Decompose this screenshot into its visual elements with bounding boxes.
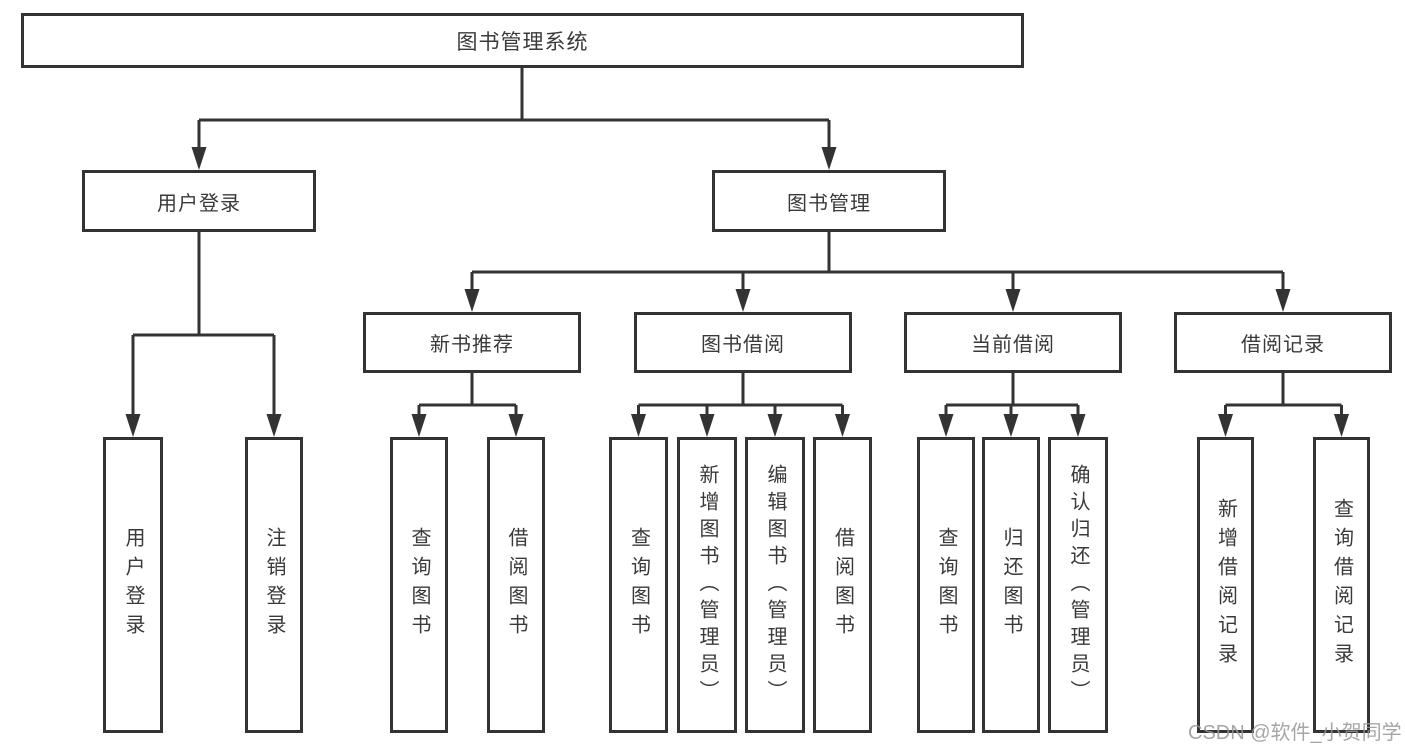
node-label: 图书借阅 <box>701 334 785 356</box>
node-label: 图书管理 <box>787 192 871 215</box>
node-label: 当前借阅 <box>971 334 1055 356</box>
node-book-management: 图书管理 <box>712 170 946 232</box>
node-label: 确认归还（管理员） <box>1067 463 1089 707</box>
node-book-borrowing: 图书借阅 <box>634 312 852 373</box>
node-label: 归还图书 <box>1000 527 1022 643</box>
node-label: 借阅记录 <box>1241 334 1325 356</box>
node-label: 用户登录 <box>122 527 144 643</box>
leaf-query-books-recommendation: 查询图书 <box>390 437 448 733</box>
node-user-login: 用户登录 <box>82 170 316 232</box>
leaf-query-borrowing-record: 查询借阅记录 <box>1313 437 1370 733</box>
leaf-edit-books-admin: 编辑图书（管理员） <box>745 437 805 733</box>
leaf-add-books-admin: 新增图书（管理员） <box>677 437 737 733</box>
node-label: 注销登录 <box>263 527 285 643</box>
leaf-borrow-books-recommendation: 借阅图书 <box>487 437 545 733</box>
leaf-query-books-borrowing: 查询图书 <box>609 437 668 733</box>
leaf-confirm-return-admin: 确认归还（管理员） <box>1048 437 1108 733</box>
leaf-user-login: 用户登录 <box>103 437 163 733</box>
node-label: 图书管理系统 <box>456 30 589 54</box>
leaf-return-books: 归还图书 <box>982 437 1040 733</box>
leaf-add-borrowing-record: 新增借阅记录 <box>1197 437 1254 733</box>
node-label: 用户登录 <box>157 192 241 215</box>
node-label: 查询图书 <box>408 527 430 643</box>
node-borrowing-records: 借阅记录 <box>1174 312 1392 373</box>
node-label: 查询借阅记录 <box>1330 498 1353 672</box>
node-library-management-system: 图书管理系统 <box>21 13 1024 68</box>
node-label: 查询图书 <box>935 527 957 643</box>
node-label: 借阅图书 <box>505 527 527 643</box>
leaf-borrow-books-borrowing: 借阅图书 <box>813 437 872 733</box>
node-new-book-recommendation: 新书推荐 <box>363 312 581 373</box>
node-label: 新增图书（管理员） <box>696 463 718 707</box>
leaf-query-books-current: 查询图书 <box>917 437 975 733</box>
node-label: 查询图书 <box>627 527 650 643</box>
node-current-borrowing: 当前借阅 <box>904 312 1122 373</box>
watermark: CSDN @软件_小贺同学 <box>1188 722 1402 744</box>
node-label: 借阅图书 <box>831 527 854 643</box>
node-label: 新增借阅记录 <box>1214 498 1237 672</box>
node-label: 编辑图书（管理员） <box>764 463 786 707</box>
node-label: 新书推荐 <box>430 334 514 356</box>
leaf-logout: 注销登录 <box>245 437 303 733</box>
